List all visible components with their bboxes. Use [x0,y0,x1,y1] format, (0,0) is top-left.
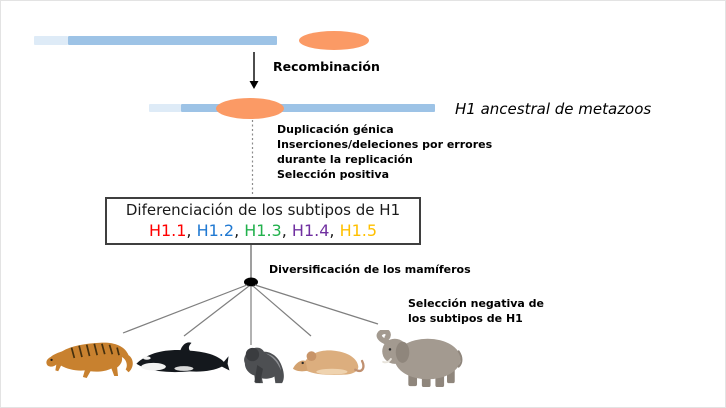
species-line-orca [183,285,250,337]
subtype-h1-1: H1.1 [148,221,187,240]
negative-selection-line-2: los subtipos de H1 [408,312,523,325]
gene-bar-top-dark [68,36,277,45]
gene-bar-mid-light [149,104,181,112]
process-line-3: durante la replicación [277,153,413,166]
recombination-label: Recombinación [273,59,380,74]
ancestral-h1-label: H1 ancestral de metazoos [455,100,652,118]
divergence-dot [244,277,258,287]
process-line-2: Inserciones/deleciones por errores [277,138,493,151]
orca-image [136,342,230,373]
subtypes-box-title: Diferenciación de los subtipos de H1 [125,201,401,219]
species-line-elephant [254,284,379,325]
diversification-label: Diversificación de los mamíferos [269,263,471,276]
orf-ellipse-mid [216,98,284,119]
subtype-h1-2: H1.2 [196,221,235,240]
process-line-4: Selección positiva [277,168,390,181]
mutation-process-text: Duplicación génica Inserciones/delecione… [277,122,492,182]
gene-bar-top-light [34,36,68,45]
h1-subtypes-box: Diferenciación de los subtipos de H1 H1.… [105,197,421,245]
subtype-h1-4: H1.4 [291,221,330,240]
subtype-h1-3: H1.3 [244,221,282,240]
process-line-1: Duplicación génica [277,123,394,136]
subtype-separator: , [329,221,340,240]
rat-image [292,350,365,375]
negative-selection-label: Selección negativa de los subtipos de H1 [408,296,544,326]
recombination-arrow-head [249,81,259,89]
orf-ellipse-top [299,31,369,50]
negative-selection-line-1: Selección negativa de [408,297,545,310]
subtype-separator: , [186,221,197,240]
subtype-h1-5: H1.5 [339,221,378,240]
species-line-tiger [122,284,248,334]
tiger-image [46,342,133,378]
gorilla-image [244,347,284,384]
subtype-separator: , [234,221,245,240]
subtype-separator: , [281,221,292,240]
subtypes-list: H1.1, H1.2, H1.3, H1.4, H1.5 [107,220,419,241]
elephant-image [376,330,463,388]
species-line-rat [252,285,312,337]
